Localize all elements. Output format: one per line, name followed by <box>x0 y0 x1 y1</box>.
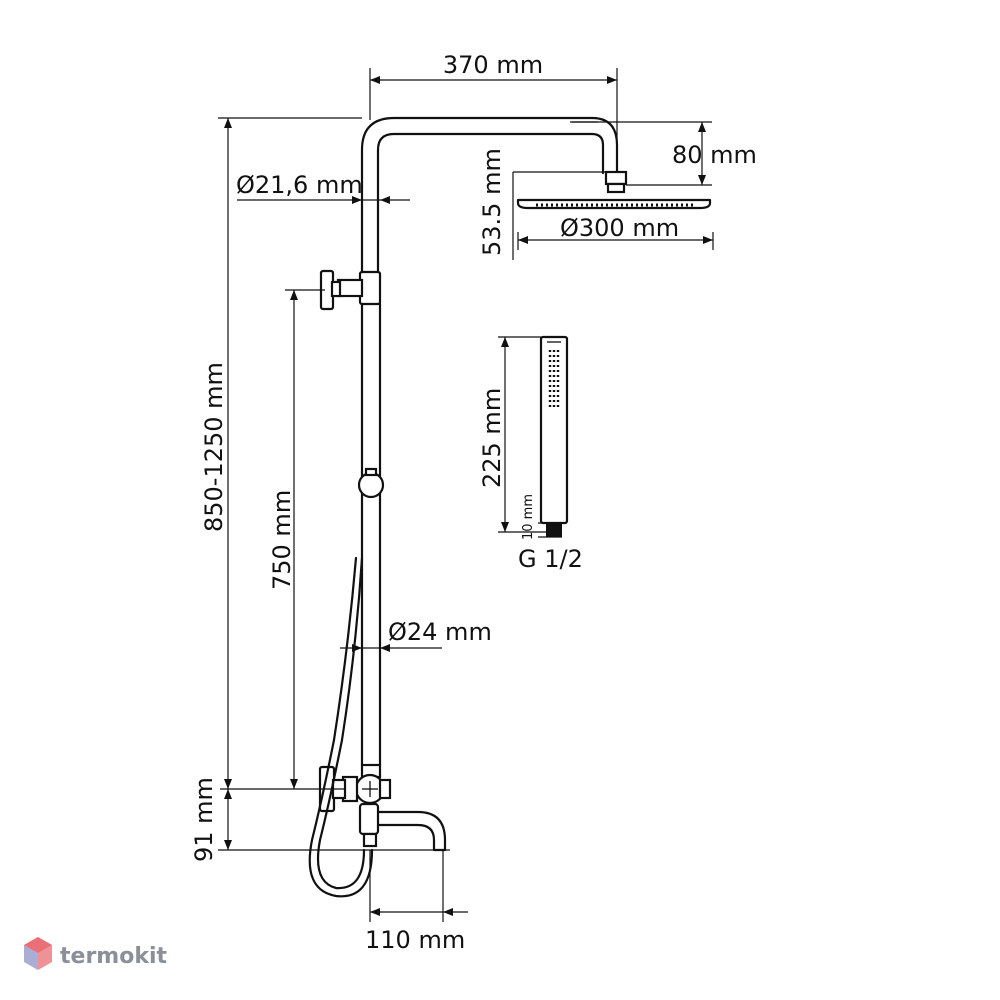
hand-shower <box>539 335 569 537</box>
hand-shower-thread <box>546 523 562 537</box>
label-mixer-to-spout: 91 mm <box>190 777 218 862</box>
hand-shower-body <box>539 335 569 525</box>
brand-logo: termokit <box>24 937 167 970</box>
brand-name: termokit <box>60 944 167 969</box>
label-thread-size: G 1/2 <box>518 545 583 573</box>
height-adjust-knob <box>357 471 385 499</box>
upper-pipe <box>360 116 619 274</box>
label-upper-pipe-diameter: Ø21,6 mm <box>236 171 363 199</box>
label-head-thickness: 53.5 mm <box>478 148 506 256</box>
hand-shower-nozzles <box>548 350 560 410</box>
label-arm-length: 370 mm <box>443 51 543 79</box>
rain-shower-head <box>516 198 712 210</box>
label-height-range: 850-1250 mm <box>200 362 228 532</box>
label-lower-pipe-diameter: Ø24 mm <box>388 618 492 646</box>
shower-hose <box>308 556 374 898</box>
label-slider-travel: 750 mm <box>268 490 296 590</box>
dimension-arrows <box>224 76 713 916</box>
label-hand-shower-length: 225 mm <box>478 388 506 488</box>
label-connector-length: 10 mm <box>521 494 536 540</box>
label-head-diameter: Ø300 mm <box>560 214 679 242</box>
label-arm-drop: 80 mm <box>672 141 757 169</box>
label-spout-reach: 110 mm <box>365 926 465 954</box>
head-connector <box>604 170 628 186</box>
dimension-labels: 370 mm 80 mm 53.5 mm Ø300 mm Ø21,6 mm 85… <box>190 51 757 954</box>
bath-spout <box>376 810 447 852</box>
upper-pipe-inner <box>376 132 605 274</box>
